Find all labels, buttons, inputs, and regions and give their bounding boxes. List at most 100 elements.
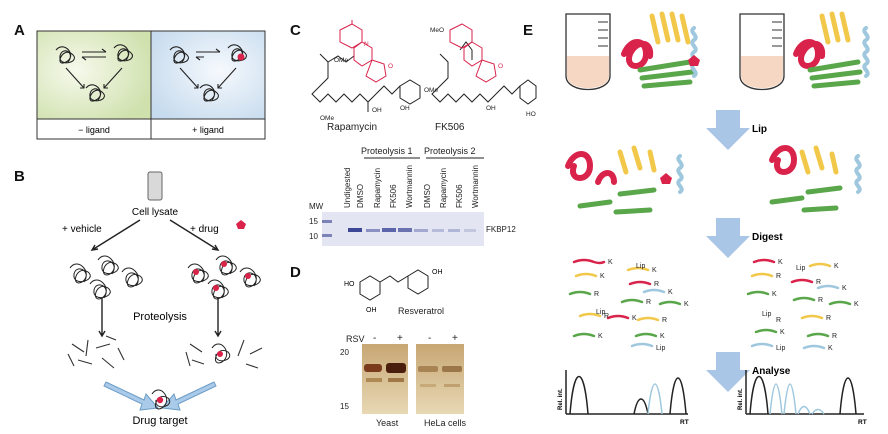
pep-l-lip-3: Lip xyxy=(656,345,665,352)
pep-r-1: K xyxy=(778,259,783,266)
pep-r-lip-3: Lip xyxy=(776,345,785,352)
rsv-label: RSV xyxy=(346,334,365,344)
rsv-sign-2: + xyxy=(397,333,403,344)
gel-image xyxy=(322,212,484,246)
struct-label-oh-3: OH xyxy=(486,105,496,112)
struct-label-ome-3: OMe xyxy=(424,87,438,94)
proteolysis-brackets xyxy=(364,157,484,159)
plus-ligand-label: + ligand xyxy=(192,125,224,135)
struct-label-o-1: O xyxy=(388,63,393,70)
pep-l-13: K xyxy=(660,333,665,340)
pep-l-lip-2: Lip xyxy=(596,309,605,316)
struct-label-o-2: O xyxy=(498,63,503,70)
pep-r-11: R xyxy=(832,333,837,340)
mw-mark-10: 10 xyxy=(309,232,318,241)
panel-e-diagram: Lip Digest Analyse K K K R R R K K R K R… xyxy=(558,11,870,426)
gel-lane-label: Undigested xyxy=(343,167,352,208)
band-label-fkbp12: FKBP12 xyxy=(486,225,516,234)
gel-lane-label: Rapamycin xyxy=(439,167,448,208)
gel-lane-label: DMSO xyxy=(423,184,432,208)
gel-lane-label: Wortmannin xyxy=(471,165,480,208)
gel-d-mw-20: 20 xyxy=(340,348,349,357)
rsv-sign-3: - xyxy=(428,333,432,344)
pep-l-5: R xyxy=(594,291,599,298)
pep-l-1: K xyxy=(608,259,613,266)
compound-resveratrol: Resveratrol xyxy=(398,306,445,316)
minus-ligand-label: − ligand xyxy=(78,125,110,135)
resveratrol-ho: HO xyxy=(344,281,355,288)
group-yeast: Yeast xyxy=(376,418,399,428)
struct-label-oh-1: OH xyxy=(372,107,382,114)
pep-l-lip-1: Lip xyxy=(636,263,645,270)
pep-r-7: R xyxy=(818,297,823,304)
panel-a-diagram: − ligand + ligand xyxy=(36,30,266,140)
rt-axis-left: RT xyxy=(680,419,689,426)
pep-l-3: K xyxy=(600,273,605,280)
pep-r-12: R xyxy=(776,317,781,324)
pep-r-4: R xyxy=(816,279,821,286)
pep-r-lip-1: Lip xyxy=(796,265,805,272)
panel-b-diagram: Cell lysate + vehicle + drug Proteolysis… xyxy=(62,171,263,427)
pep-r-2: K xyxy=(834,263,839,270)
pep-l-4: R xyxy=(654,281,659,288)
panel-letter-c: C xyxy=(290,22,301,39)
step-lip: Lip xyxy=(752,124,767,135)
pep-l-6: R xyxy=(646,299,651,306)
gel-d-mw-15: 15 xyxy=(340,402,349,411)
rsv-sign-4: + xyxy=(452,333,458,344)
gel-lane-label: FK506 xyxy=(455,184,464,208)
resveratrol-oh-2: OH xyxy=(432,269,443,276)
pep-l-12: K xyxy=(598,333,603,340)
panel-c-structures: OMe OMe OMe OH OH OH HO MeO O O N xyxy=(311,20,537,122)
proteolysis-1-label: Proteolysis 1 xyxy=(361,146,413,156)
struct-label-ome-1: OMe xyxy=(334,57,348,64)
mw-mark-15: 15 xyxy=(309,217,318,226)
pep-r-lip-2: Lip xyxy=(762,311,771,318)
pep-l-9: R xyxy=(604,313,609,320)
pep-r-3: R xyxy=(776,273,781,280)
panel-letter-e: E xyxy=(523,22,534,39)
gel-lane-label: Rapamycin xyxy=(373,167,382,208)
group-hela: HeLa cells xyxy=(424,418,467,428)
panel-letter-b: B xyxy=(14,168,25,185)
drug-label: + drug xyxy=(190,224,219,235)
rel-int-axis-left: Rel. int. xyxy=(558,388,564,410)
step-analyse: Analyse xyxy=(752,366,791,377)
rt-axis-right: RT xyxy=(858,419,867,426)
proteolysis-label: Proteolysis xyxy=(133,311,187,323)
pep-l-8: K xyxy=(684,301,689,308)
pep-r-5: K xyxy=(842,285,847,292)
pep-r-9: R xyxy=(826,315,831,322)
drug-target-label: Drug target xyxy=(132,415,187,427)
rsv-sign-1: - xyxy=(373,333,377,344)
pep-l-2: K xyxy=(652,267,657,274)
gel-lane-label: Wortmannin xyxy=(405,165,414,208)
pep-l-10: K xyxy=(632,315,637,322)
compound-fk506: FK506 xyxy=(435,122,465,133)
rel-int-axis-right: Rel. int. xyxy=(738,388,744,410)
gel-d-image xyxy=(362,344,464,414)
panel-letter-d: D xyxy=(290,264,301,281)
struct-label-meo: MeO xyxy=(430,27,444,34)
cell-lysate-label: Cell lysate xyxy=(132,207,179,218)
step-digest: Digest xyxy=(752,232,783,243)
resveratrol-structure: HO OH OH xyxy=(344,269,443,314)
pep-l-7: K xyxy=(668,289,673,296)
gel-lane-label: FK506 xyxy=(389,184,398,208)
pep-r-6: K xyxy=(772,291,777,298)
drug-icon xyxy=(236,220,246,229)
struct-label-ho: HO xyxy=(526,111,536,118)
pep-r-8: K xyxy=(854,301,859,308)
gel-lane-label: DMSO xyxy=(356,184,365,208)
resveratrol-oh-1: OH xyxy=(366,307,377,314)
pep-l-11: R xyxy=(662,317,667,324)
mw-label: MW xyxy=(309,202,324,211)
drug-icon-e xyxy=(688,55,700,66)
vehicle-label: + vehicle xyxy=(62,224,102,235)
pep-r-12b: K xyxy=(828,345,833,352)
struct-label-ome-2: OMe xyxy=(320,115,334,122)
proteolysis-2-label: Proteolysis 2 xyxy=(424,146,476,156)
struct-label-n: N xyxy=(364,41,369,48)
panel-letter-a: A xyxy=(14,22,25,39)
pep-r-10: K xyxy=(780,329,785,336)
